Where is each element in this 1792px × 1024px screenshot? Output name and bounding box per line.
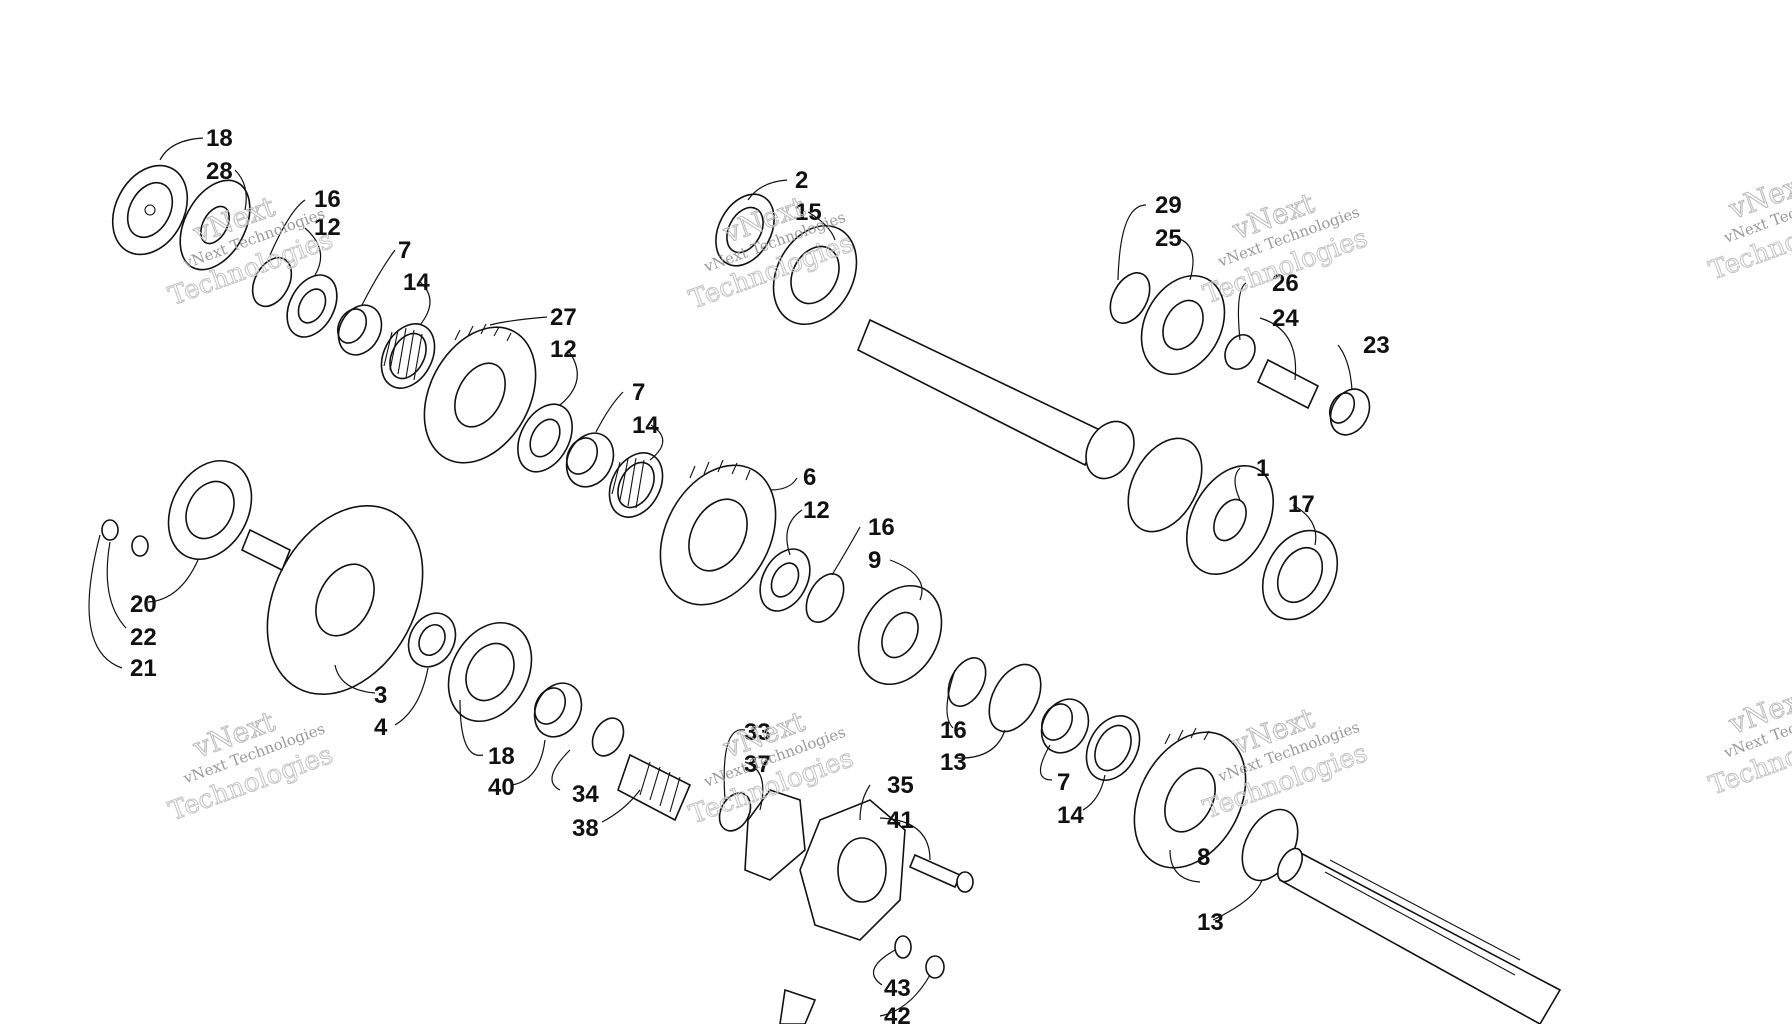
callout-34: 34 bbox=[572, 781, 599, 808]
needle-bearing-14-low bbox=[1085, 715, 1141, 781]
gear-28 bbox=[179, 179, 251, 271]
callout-16-low: 16 bbox=[940, 717, 967, 744]
bearing-18-low bbox=[447, 621, 533, 723]
seal-2 bbox=[715, 193, 775, 267]
main-shaft-1 bbox=[856, 318, 1275, 576]
callout-33: 33 bbox=[744, 719, 771, 746]
callout-labels: 18 28 16 12 7 14 27 12 7 14 6 12 16 9 2 … bbox=[130, 125, 1390, 1024]
callout-14-top: 14 bbox=[403, 269, 430, 296]
callout-4: 4 bbox=[374, 714, 388, 741]
gasket-37 bbox=[744, 789, 806, 881]
callout-18-top: 18 bbox=[206, 125, 233, 152]
callout-2: 2 bbox=[795, 167, 808, 194]
callout-18-low: 18 bbox=[488, 743, 515, 770]
circlip-16-top bbox=[251, 256, 293, 308]
washer-12-low bbox=[759, 548, 811, 612]
bearing-18-top bbox=[111, 164, 189, 256]
callout-42: 42 bbox=[884, 1003, 911, 1024]
callout-28: 28 bbox=[206, 158, 233, 185]
bolt-41 bbox=[908, 853, 974, 893]
callout-24: 24 bbox=[1272, 305, 1299, 332]
leader-lines bbox=[88, 137, 1353, 1017]
gear-6 bbox=[659, 459, 777, 606]
callout-29: 29 bbox=[1155, 192, 1182, 219]
callout-13-low: 13 bbox=[940, 749, 967, 776]
callout-13-bottom: 13 bbox=[1197, 909, 1224, 936]
washer-12-mid bbox=[517, 403, 573, 473]
needle-bearing-14-top bbox=[380, 323, 436, 389]
gear-25 bbox=[1140, 274, 1226, 376]
washer-12-top bbox=[286, 274, 338, 338]
callout-27: 27 bbox=[550, 304, 577, 331]
gear-3 bbox=[240, 504, 424, 696]
callout-15: 15 bbox=[795, 199, 822, 226]
collar-26 bbox=[1224, 334, 1256, 370]
callout-41: 41 bbox=[887, 807, 914, 834]
bushing-7-low bbox=[1040, 698, 1090, 754]
callout-16-top: 16 bbox=[314, 186, 341, 213]
circlip-16-low bbox=[947, 657, 987, 707]
callout-14-mid: 14 bbox=[632, 412, 659, 439]
callout-16-mid: 16 bbox=[868, 514, 895, 541]
callout-6: 6 bbox=[803, 464, 816, 491]
callout-8: 8 bbox=[1197, 844, 1210, 871]
callout-17: 17 bbox=[1288, 491, 1315, 518]
callout-23: 23 bbox=[1363, 332, 1390, 359]
bushing-7-top bbox=[336, 304, 383, 356]
bushing-7-mid bbox=[565, 432, 615, 488]
bearing-17 bbox=[1261, 529, 1339, 621]
callout-43: 43 bbox=[884, 975, 911, 1002]
output-shaft bbox=[1276, 847, 1562, 1024]
bushing-23 bbox=[1328, 388, 1371, 436]
callout-12-top: 12 bbox=[314, 214, 341, 241]
callout-7-top: 7 bbox=[398, 237, 411, 264]
screw-42 bbox=[779, 955, 945, 1024]
circlip-16-mid bbox=[805, 573, 845, 623]
washer-34 bbox=[591, 717, 625, 757]
oring-33 bbox=[718, 792, 752, 832]
callout-25: 25 bbox=[1155, 225, 1182, 252]
callout-9: 9 bbox=[868, 547, 881, 574]
callout-3: 3 bbox=[374, 682, 387, 709]
bearing-15 bbox=[772, 224, 858, 326]
collar-4 bbox=[407, 612, 457, 668]
callout-21: 21 bbox=[130, 655, 157, 682]
callout-40: 40 bbox=[488, 774, 515, 801]
watermark-6: vNext vNext Technologies Technologies bbox=[685, 704, 858, 831]
pin-24 bbox=[1256, 358, 1320, 410]
washer-43 bbox=[894, 935, 912, 959]
callout-26: 26 bbox=[1272, 270, 1299, 297]
callout-20: 20 bbox=[130, 591, 157, 618]
washer-13-low bbox=[988, 663, 1042, 733]
callout-35: 35 bbox=[887, 772, 914, 799]
bolt-22 bbox=[101, 519, 149, 557]
bearing-20 bbox=[167, 459, 253, 561]
needle-bearing-14-mid bbox=[608, 452, 664, 518]
shifter-9 bbox=[857, 584, 943, 686]
watermark-8: vNext vNext Technologies Technologies bbox=[1705, 680, 1792, 802]
callout-14-low: 14 bbox=[1057, 802, 1084, 829]
circlip-29 bbox=[1109, 272, 1151, 324]
callout-38: 38 bbox=[572, 815, 599, 842]
housing-35 bbox=[799, 799, 906, 941]
worm-38 bbox=[617, 753, 692, 822]
callout-7-mid: 7 bbox=[632, 379, 645, 406]
bushing-40 bbox=[533, 682, 583, 738]
gear-27 bbox=[423, 323, 537, 464]
callout-12-mid: 12 bbox=[550, 336, 577, 363]
callout-1: 1 bbox=[1256, 455, 1269, 482]
gear-8 bbox=[1133, 727, 1247, 869]
callout-37: 37 bbox=[744, 751, 771, 778]
watermark-4: vNext vNext Technologies Technologies bbox=[1705, 165, 1792, 287]
callout-7-low: 7 bbox=[1057, 769, 1070, 796]
callout-12-low: 12 bbox=[803, 497, 830, 524]
callout-22: 22 bbox=[130, 624, 157, 651]
watermark-5: vNext vNext Technologies Technologies bbox=[164, 704, 337, 827]
